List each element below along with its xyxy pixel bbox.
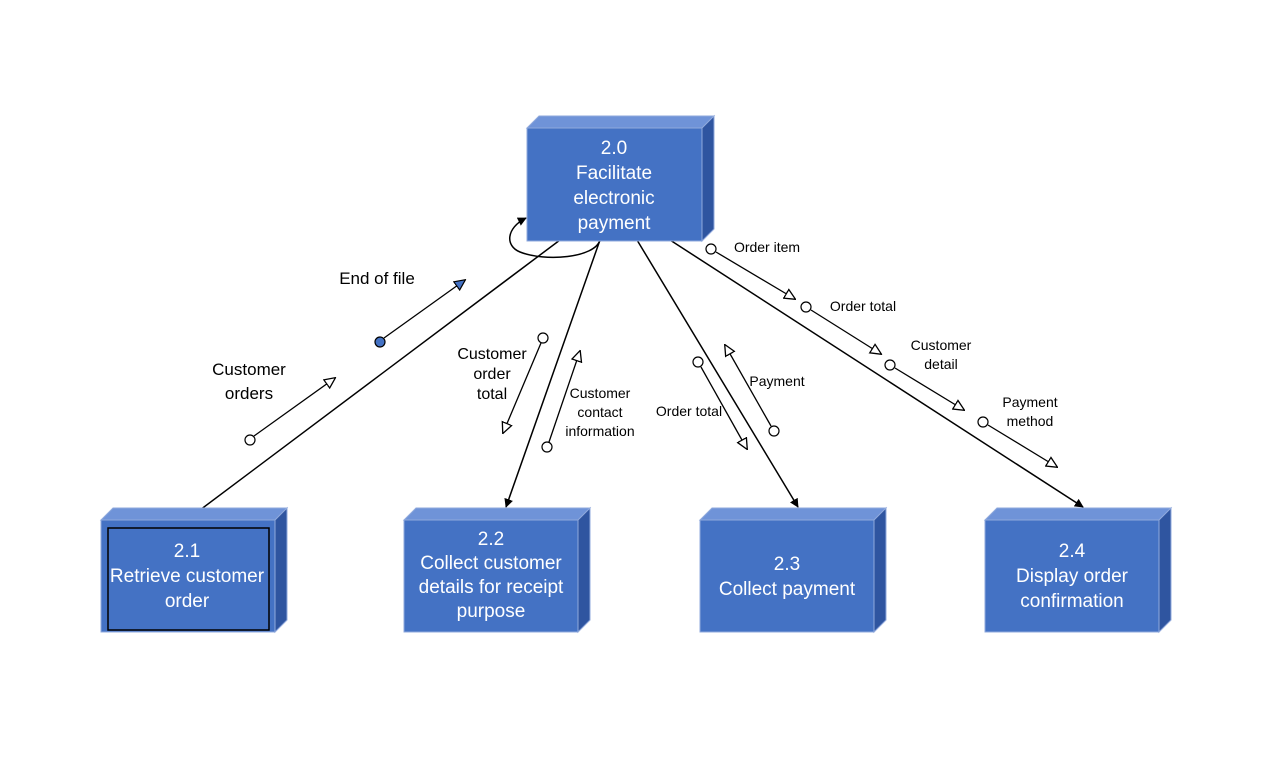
box-2-4-front-face [984,519,1160,633]
flag-payment-method-line [987,424,1057,467]
flag-payment-line [725,345,772,427]
flow-label-customer-order-total: Customer order total [457,346,527,403]
loop-arrow [509,217,601,259]
flow-label-payment-method-line-1: Payment [1002,394,1057,410]
box-2-0-label-line-4: payment [578,213,652,234]
flag-eof-dot [374,336,386,348]
box-2-0-label-line-1: 2.0 [601,138,627,159]
flow-label-customer-order-total-line-3: total [477,386,507,403]
flow-label-customer-contact: Customer contact information [565,385,634,439]
flag-customer-orders-line [253,378,335,437]
flow-label-payment-line-1: Payment [749,373,804,389]
flow-label-payment: Payment [749,373,804,389]
flow-labels: End of file Customer orders Customer order… [212,239,1058,439]
flow-label-customer-orders-line-1: Customer [212,360,286,379]
box-2-3-label-line-1: 2.3 [774,554,800,575]
box-2-3-top-face [698,507,888,521]
flag-payment-dot [768,425,780,437]
box-2-3-side-face [873,506,887,634]
flow-label-order-item: Order item [734,239,800,255]
flag-customer-order-total-dot [537,332,549,344]
flow-label-order-item-line-1: Order item [734,239,800,255]
flag-customer-order-total-line [503,342,542,433]
flow-label-customer-orders: Customer orders [212,360,286,403]
box-2-0-front-face [526,127,703,242]
flow-label-customer-orders-line-2: orders [225,384,273,403]
flow-label-order-total-23: Order total [656,403,722,419]
flow-label-order-total-24-line-1: Order total [830,298,896,314]
connection-20-22 [504,239,601,508]
box-2-1-top-face [99,507,289,521]
box-2-2-top-face [402,507,592,521]
box-2-4-label-line-3: confirmation [1020,591,1124,612]
flow-label-customer-detail-line-1: Customer [911,337,972,353]
box-2-4-label-line-1: 2.4 [1059,541,1086,562]
box-2-1-label-line-1: 2.1 [174,541,200,562]
flag-customer-contact-dot [541,441,553,453]
flag-customer-detail-dot [884,359,896,371]
box-2-3-label-line-2: Collect payment [719,579,856,600]
box-2-1-front-face [100,519,276,633]
connection-20-24 [669,239,1084,508]
box-2-0-top-face [525,115,716,129]
box-2-1-inner-border [107,527,270,631]
flow-label-customer-order-total-line-2: order [473,366,511,383]
box-2-3-front-face [699,519,875,633]
box-2-2-label-line-4: purpose [457,601,526,622]
box-2-1-label-line-3: order [165,591,210,612]
flag-order-total-23-line [700,366,747,449]
flags [244,243,1057,467]
flag-order-item-dot [705,243,717,255]
box-2-4-top-face [983,507,1173,521]
box-2-4-label-line-2: Display order [1016,566,1129,587]
flow-label-eof: End of file [339,269,415,288]
box-2-1-side-face [274,506,288,634]
flow-label-customer-contact-line-3: information [565,423,634,439]
flag-order-total-23-dot [692,356,704,368]
flag-order-total-24-line [810,309,881,354]
box-2-2-label-line-1: 2.2 [478,529,504,550]
flag-customer-detail-line [894,367,964,410]
connections [187,217,1084,520]
flow-label-payment-method: Payment method [1002,394,1057,429]
flag-order-total-24-dot [800,301,812,313]
box-2-2-label-line-3: details for receipt [419,577,564,598]
flow-label-order-total-24: Order total [830,298,896,314]
box-2-1-label-line-2: Retrieve customer [110,566,265,587]
flag-eof-line [383,280,465,339]
box-2-2-front-face [403,519,579,633]
box-2-0-side-face [701,114,715,243]
flow-label-payment-method-line-2: method [1007,413,1054,429]
box-2-0-label-line-3: electronic [573,188,654,209]
box-2-4-side-face [1158,506,1172,634]
flag-customer-contact-line [548,351,580,443]
flow-label-customer-detail: Customer detail [911,337,972,372]
flag-order-item-line [715,251,795,299]
flag-customer-orders-dot [244,434,256,446]
box-2-0-label-line-2: Facilitate [576,163,652,184]
flow-label-eof-line-1: End of file [339,269,415,288]
flow-label-customer-contact-line-1: Customer [570,385,631,401]
flow-label-customer-contact-line-2: contact [577,404,622,420]
flow-label-customer-detail-line-2: detail [924,356,957,372]
flag-payment-method-dot [977,416,989,428]
flow-label-order-total-23-line-1: Order total [656,403,722,419]
box-2-2-label-line-2: Collect customer [420,553,562,574]
connection-20-23 [636,239,799,508]
box-2-2-side-face [577,506,591,634]
flow-label-customer-order-total-line-1: Customer [457,346,527,363]
connection-20-21 [187,239,561,520]
